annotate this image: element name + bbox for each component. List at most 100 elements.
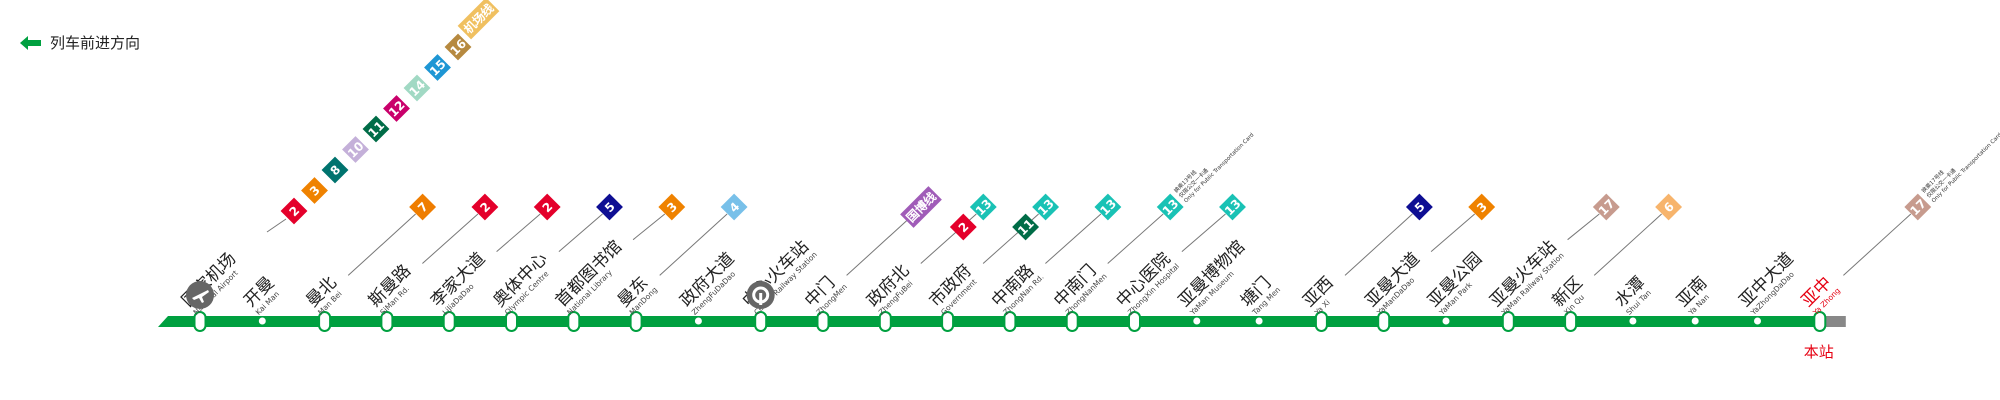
transfer-badge-机场线: 机场线 [457,0,500,40]
transfer-note-line: Only for Public Transportation Card [1183,132,1255,204]
badge-connector [846,213,915,276]
stop-marker [1691,317,1699,325]
transfer-badge-label: 17 [1907,196,1929,218]
transfer-badge-label: 16 [447,36,469,58]
transfer-stop-marker [816,311,830,332]
badge-connector [558,213,603,252]
transfer-stop-marker [754,311,768,332]
transfer-stop-marker [1813,311,1827,332]
stop-marker [694,317,702,325]
transfer-stop-marker [380,311,394,332]
transfer-badge-label: 13 [1222,196,1244,218]
badge-connector [1593,213,1662,276]
transfer-stop-marker [1314,311,1328,332]
transfer-badge-label: 10 [345,139,367,161]
transfer-badge-10: 10 [342,136,369,163]
direction-label: 列车前进方向 [50,34,141,52]
transfer-stop-marker [1564,311,1578,332]
badge-connector [1045,213,1102,264]
transfer-stop-marker [1003,311,1017,332]
transfer-badge-label: 14 [406,77,428,99]
stop-marker [1255,317,1263,325]
stop-marker [1754,317,1761,325]
transfer-badge-label: 13 [973,196,995,218]
railway-icon [746,281,775,309]
badge-connector [1181,213,1226,252]
stop-marker [1442,317,1450,325]
transfer-stop-marker [318,311,332,332]
transfer-badge-3: 3 [301,177,328,204]
transfer-stop-marker [1377,311,1391,332]
transfer-stop-marker [442,311,456,332]
transfer-badge-14: 14 [403,74,431,102]
transfer-stop-marker [629,311,643,332]
current-station-marker: 本站 [1803,343,1834,361]
transfer-badge-label: 13 [1035,196,1057,218]
transfer-stop-marker [941,311,955,332]
transfer-stop-marker [505,311,518,332]
transfer-stop-marker [1128,311,1141,332]
transfer-stop-marker [878,311,892,332]
transfer-note-line: Only for Public Transportation Card [1931,132,2000,204]
transfer-stop-marker [1065,311,1079,332]
badge-connector [1843,213,1912,276]
transfer-badge-11: 11 [362,115,390,143]
transfer-badge-8: 8 [321,156,349,184]
transfer-stop-marker [567,311,581,332]
transfer-badge-12: 12 [383,95,410,122]
badge-connector [1567,213,1600,241]
badge-connector [347,213,416,276]
transfer-badge-label: 11 [365,118,387,140]
direction-indicator: 列车前进方向 [18,32,140,53]
transfer-badge-label: 15 [427,57,449,79]
station-name-cn: 亚曼火车站 [1486,237,1560,311]
badge-connector [1344,213,1413,276]
badge-connector [422,213,479,264]
stop-marker [258,317,266,325]
badge-connector [1430,213,1476,252]
transfer-badge-国博线: 国博线 [900,186,942,228]
transfer-badge-label: 13 [1160,196,1182,218]
badge-connector [496,213,541,252]
transfer-stop-marker [193,311,207,332]
transfer-badge-16: 16 [444,33,472,61]
badge-connector [659,213,728,276]
transfer-badge-label: 17 [1596,196,1618,218]
